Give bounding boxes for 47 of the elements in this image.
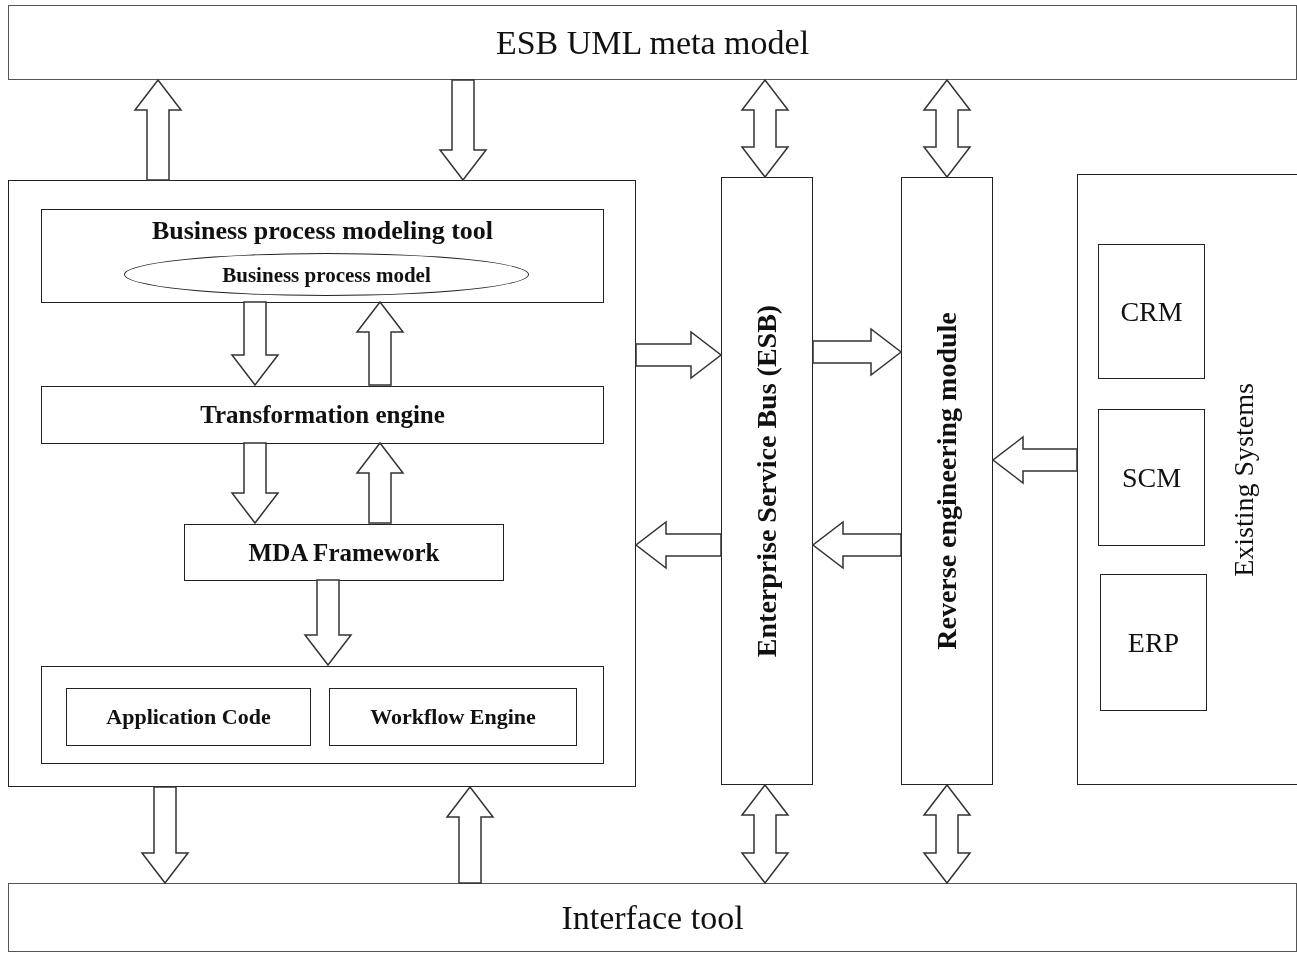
process-box [41, 209, 604, 303]
block-arrow [230, 442, 280, 525]
module-column [901, 177, 993, 785]
systems-panel [1077, 174, 1297, 785]
block-arrow [812, 327, 903, 377]
block-arrow [355, 300, 405, 386]
node-label: ESB UML meta model [495, 23, 810, 62]
model-band [8, 5, 1297, 80]
process-box [1098, 244, 1205, 379]
block-arrow [991, 435, 1078, 485]
process-box [66, 688, 311, 746]
node-label: CRM [1120, 295, 1183, 328]
node-label: Interface tool [561, 898, 744, 937]
block-arrow [445, 785, 495, 884]
block-arrow [355, 441, 405, 524]
node-label: Workflow Engine [370, 704, 536, 730]
process-box [184, 524, 504, 581]
process-box [41, 386, 604, 444]
block-arrow [438, 79, 488, 182]
node-label: SCM [1121, 461, 1182, 494]
node-label: Reverse engineering module [931, 312, 963, 650]
block-arrow [740, 783, 790, 885]
node-label: Transformation engine [200, 401, 445, 429]
block-arrow [922, 783, 972, 885]
node-label: Business process model [222, 262, 431, 287]
node-label: Enterprise Service Bus (ESB) [751, 304, 783, 658]
node-label: ERP [1127, 626, 1180, 659]
container-box [8, 180, 636, 787]
node-label: MDA Framework [248, 538, 440, 567]
node-label: Existing Systems [1228, 382, 1260, 577]
block-arrow [740, 78, 790, 179]
process-box [1098, 409, 1205, 546]
node-label: Business process modeling tool [151, 216, 494, 246]
bus-column [721, 177, 813, 785]
block-arrow [634, 520, 722, 570]
block-arrow [811, 520, 902, 570]
block-arrow [303, 579, 353, 667]
block-arrow [230, 301, 280, 387]
block-arrow [140, 786, 190, 885]
node-label: Application Code [106, 704, 271, 730]
block-arrow [133, 78, 183, 181]
block-arrow [922, 78, 972, 179]
tool-band [8, 883, 1297, 952]
process-box [329, 688, 577, 746]
process-box [1100, 574, 1207, 711]
block-arrow [635, 330, 723, 380]
container-box [41, 666, 604, 764]
